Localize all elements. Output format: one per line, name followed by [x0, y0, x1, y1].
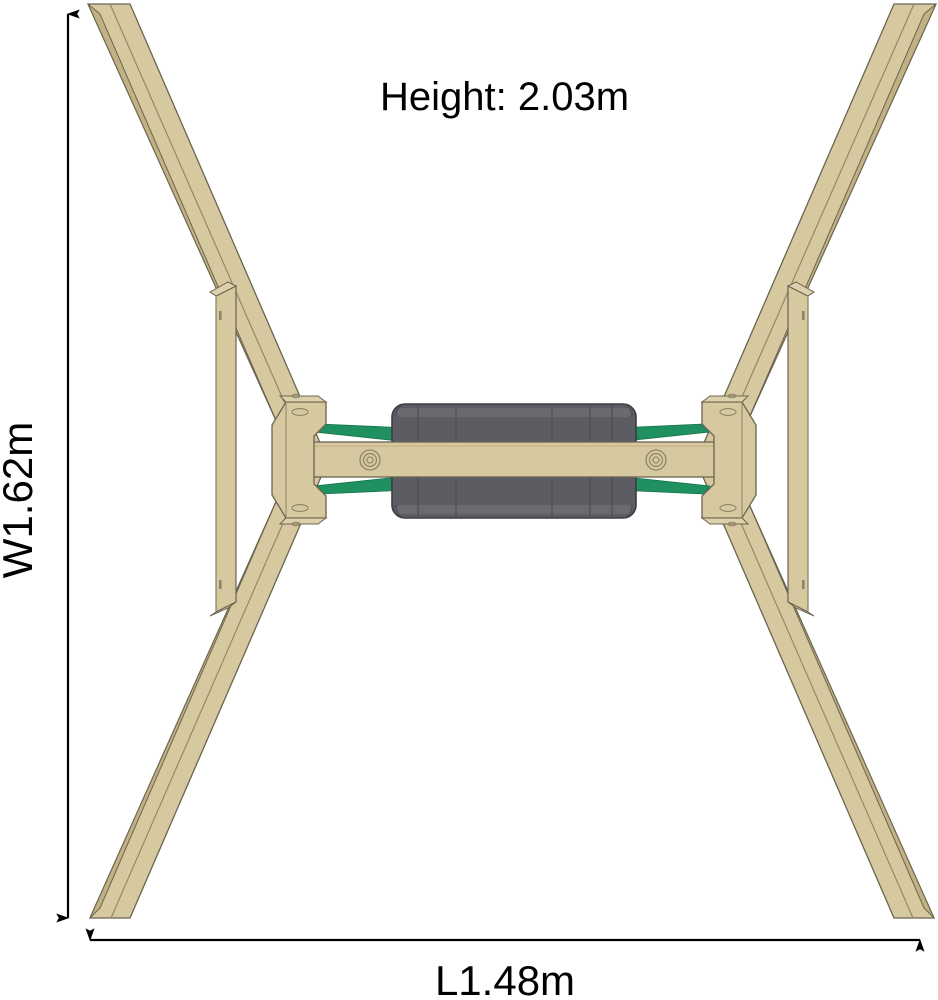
cross-brace-right-bottom-cap	[787, 601, 815, 617]
hub-left	[271, 393, 328, 527]
width-label: W1.62m	[0, 422, 41, 578]
swing-seat-bottom-highlight	[396, 505, 632, 514]
swivel-bolt-group	[359, 449, 667, 471]
leg-upper-right-grain-line	[716, 3, 915, 455]
swivel-bolt-left-mid-ring	[362, 452, 378, 468]
swing-seat-top-highlight	[396, 408, 632, 417]
leg-upper-left-grain-line	[109, 3, 308, 455]
cross-brace-right-face	[787, 285, 809, 613]
hub-right-top-cap	[700, 395, 750, 403]
swivel-bolt-left-inner-ring	[366, 456, 374, 464]
swivel-bolt-right-outer-ring	[645, 449, 667, 471]
hub-left-top-cap	[278, 395, 328, 403]
cross-brace-left-screw-top	[219, 311, 222, 320]
swivel-bolt-right-inner-ring	[652, 456, 660, 464]
hub-left-bottom-cap	[278, 517, 328, 525]
hub-right-bolt-hole-lower	[719, 504, 737, 512]
hub-group	[271, 393, 757, 527]
hub-right-bottom-cap	[700, 517, 750, 525]
hub-right-pilot-hole-upper	[727, 393, 737, 399]
cross-brace-right	[786, 281, 815, 617]
swivel-bolt-left	[359, 449, 381, 471]
dimension-lines	[56, 9, 925, 952]
cross-brace-right-screw-top	[802, 311, 805, 320]
swing-seat-corner-marks	[395, 403, 633, 519]
swivel-bolt-right	[645, 449, 667, 471]
cross-brace-left-top-cap	[209, 281, 238, 297]
cross-brace-right-top-cap	[786, 281, 815, 297]
length-label: L1.48m	[435, 957, 575, 1000]
hub-left-bolt-hole-upper	[291, 408, 309, 416]
cross-brace-left-bottom-cap	[209, 601, 237, 617]
cross-brace-left-face	[215, 285, 237, 613]
height-label: Height: 2.03m	[380, 75, 629, 119]
cross-brace-group	[209, 281, 815, 617]
cross-brace-right-screw-bottom	[802, 580, 805, 589]
hub-left-pilot-hole-upper	[291, 393, 301, 399]
hub-left-pilot-hole-lower	[291, 521, 301, 527]
leg-lower-left-grain-line	[110, 467, 308, 919]
hub-right-bolt-hole-upper	[719, 408, 737, 416]
hub-right	[700, 393, 757, 527]
hub-left-bolt-hole-lower	[291, 504, 309, 512]
swivel-bolt-right-mid-ring	[648, 452, 664, 468]
cross-brace-left	[209, 281, 238, 617]
cross-brace-left-screw-bottom	[219, 580, 222, 589]
swivel-bolt-left-outer-ring	[359, 449, 381, 471]
hub-right-pilot-hole-lower	[727, 521, 737, 527]
leg-lower-right-grain-line	[716, 467, 914, 919]
